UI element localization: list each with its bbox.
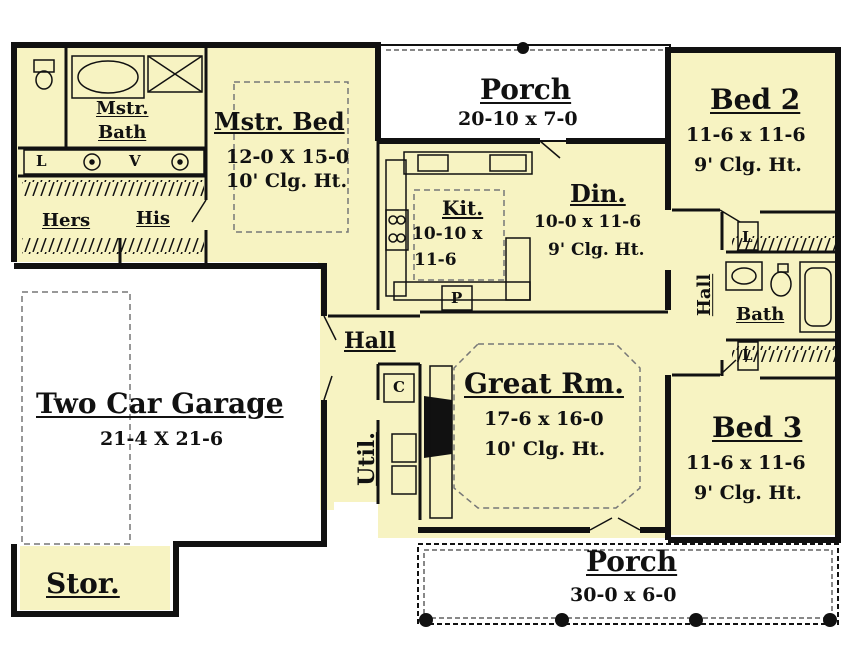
bed3-ceiling: 9' Clg. Ht. bbox=[694, 482, 802, 504]
walls bbox=[11, 42, 841, 617]
right-hall-label: Hall bbox=[694, 273, 716, 317]
bottom-porch-size: 30-0 x 6-0 bbox=[570, 584, 677, 606]
great-room-size: 17-6 x 16-0 bbox=[484, 408, 604, 430]
utility-label: Util. bbox=[353, 432, 380, 486]
bath-fixtures bbox=[725, 221, 837, 371]
master-bed-label: Mstr. Bed bbox=[214, 107, 345, 136]
utility-closet-label: C bbox=[393, 378, 405, 396]
bottom-porch-label: Porch bbox=[586, 545, 678, 578]
bed3-size: 11-6 x 11-6 bbox=[686, 452, 806, 474]
bath-label: Bath bbox=[736, 304, 785, 325]
top-porch-size: 20-10 x 7-0 bbox=[458, 108, 578, 130]
master-bath-label-2: Bath bbox=[98, 122, 147, 143]
top-porch bbox=[379, 44, 671, 142]
great-room-ceiling: 10' Clg. Ht. bbox=[484, 438, 606, 460]
linen-2-label: L bbox=[742, 346, 753, 364]
master-bed-size: 12-0 X 15-0 bbox=[226, 146, 350, 168]
vanity-l-label: L bbox=[36, 152, 47, 170]
top-porch-label: Porch bbox=[480, 73, 572, 106]
master-bed-ceiling: 10' Clg. Ht. bbox=[226, 170, 348, 192]
interior-walls bbox=[18, 48, 838, 520]
master-bath-fixtures bbox=[23, 55, 205, 175]
closet-his-label: His bbox=[136, 208, 170, 229]
house-floor bbox=[14, 45, 838, 538]
closet-hers-label: Hers bbox=[42, 210, 91, 231]
kitchen-label: Kit. bbox=[442, 196, 484, 220]
garage-size: 21-4 X 21-6 bbox=[100, 428, 224, 450]
garage-area bbox=[18, 266, 320, 614]
kitchen-size-2: 11-6 bbox=[414, 250, 457, 270]
kitchen-size-1: 10-10 x bbox=[412, 224, 483, 244]
fireplace bbox=[424, 365, 453, 519]
bottom-porch bbox=[417, 543, 839, 625]
bed2-ceiling: 9' Clg. Ht. bbox=[694, 154, 802, 176]
kitchen-fixtures bbox=[385, 151, 533, 311]
door-swings bbox=[191, 140, 741, 531]
garage-label: Two Car Garage bbox=[36, 387, 284, 420]
dining-ceiling: 9' Clg. Ht. bbox=[548, 240, 645, 260]
left-hall-label: Hall bbox=[344, 328, 396, 354]
dining-size: 10-0 x 11-6 bbox=[534, 212, 642, 232]
bed2-size: 11-6 x 11-6 bbox=[686, 124, 806, 146]
master-bath-label-1: Mstr. bbox=[96, 98, 149, 119]
bed3-label: Bed 3 bbox=[712, 411, 803, 444]
dining-label: Din. bbox=[570, 179, 626, 208]
bed2-label: Bed 2 bbox=[710, 83, 801, 116]
porch-posts bbox=[419, 42, 837, 627]
great-room-label: Great Rm. bbox=[464, 367, 624, 400]
vanity-v-label: V bbox=[129, 152, 141, 170]
storage-label: Stor. bbox=[46, 567, 120, 600]
linen-1-label: L bbox=[742, 228, 753, 246]
pantry-label: P bbox=[451, 289, 463, 307]
